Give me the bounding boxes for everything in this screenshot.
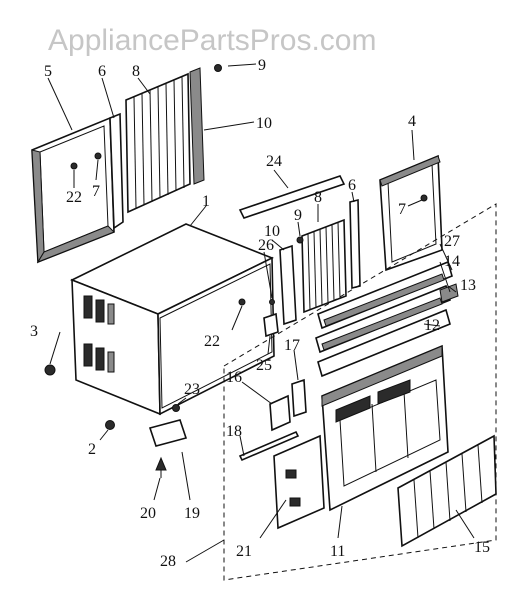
screw-22-left: [70, 162, 78, 170]
callout-5: 5: [44, 63, 52, 80]
left-gasket-strip: [109, 112, 124, 230]
screw-23: [172, 404, 180, 412]
rod-18: [238, 430, 300, 462]
right-side-frame: [379, 154, 443, 272]
callout-17: 17: [284, 337, 300, 354]
callout-10-right: 10: [264, 223, 280, 240]
callout-15: 15: [474, 539, 490, 556]
cabinet: [70, 223, 275, 416]
callout-labels: 5 6 8 9 10 22 7 4 24 1 6 8 9 10 7 26 27 …: [30, 57, 490, 570]
screw-7-right: [420, 194, 428, 202]
air-filter-strips: [315, 260, 453, 378]
callout-19: 19: [184, 505, 200, 522]
callout-1: 1: [202, 193, 210, 210]
left-side-frame: [31, 116, 115, 264]
callout-27: 27: [444, 233, 460, 250]
callout-16: 16: [226, 369, 242, 386]
callout-22-left: 22: [66, 189, 82, 206]
callout-4: 4: [408, 113, 416, 130]
front-grille: [321, 344, 449, 512]
left-louver-channel: [189, 67, 205, 185]
callout-11: 11: [330, 543, 345, 560]
screw-26: [269, 299, 275, 305]
callout-8-left: 8: [132, 63, 140, 80]
screw-3: [44, 364, 56, 376]
slide-13: [439, 283, 459, 303]
callout-9-right: 9: [294, 207, 302, 224]
switch-17: [291, 378, 307, 418]
leader-lines: [47, 63, 475, 563]
arrow-20: [155, 456, 167, 471]
callout-13: 13: [460, 277, 476, 294]
screw-2: [105, 420, 115, 430]
callout-10-left: 10: [256, 115, 272, 132]
front-assembly-boundary: [223, 203, 497, 581]
callout-28: 28: [160, 553, 176, 570]
callout-22-cabinet: 22: [204, 333, 220, 350]
left-louver-panel: [125, 72, 191, 214]
callout-2: 2: [88, 441, 96, 458]
callout-7-left: 7: [92, 183, 100, 200]
right-louver-channel: [279, 244, 297, 326]
control-panel-21: [273, 434, 325, 530]
callout-25: 25: [256, 357, 272, 374]
callout-14: 14: [444, 253, 460, 270]
screw-9-top: [214, 64, 222, 72]
callout-26: 26: [258, 237, 274, 254]
screw-22-cabinet: [238, 298, 246, 306]
callout-12: 12: [424, 317, 440, 334]
callout-9-top: 9: [258, 57, 266, 74]
top-rail: [238, 175, 346, 219]
callout-6-left: 6: [98, 63, 106, 80]
callout-6-right: 6: [348, 177, 356, 194]
screw-9-right: [296, 236, 304, 244]
callout-20: 20: [140, 505, 156, 522]
callout-18: 18: [226, 423, 242, 440]
screw-7-left: [94, 152, 102, 160]
callout-23: 23: [184, 381, 200, 398]
callout-24: 24: [266, 153, 282, 170]
mounting-clip-19: [148, 419, 188, 447]
right-louver-panel: [301, 218, 347, 314]
callout-3: 3: [30, 323, 38, 340]
callout-8-right: 8: [314, 189, 322, 206]
right-gasket-strip: [349, 198, 361, 290]
callout-7-right: 7: [398, 201, 406, 218]
bracket-25: [263, 312, 279, 338]
control-bracket-16: [269, 394, 291, 432]
callout-21: 21: [236, 543, 252, 560]
filter-panel-15: [397, 434, 497, 548]
watermark: AppliancePartsPros.com: [48, 24, 376, 57]
